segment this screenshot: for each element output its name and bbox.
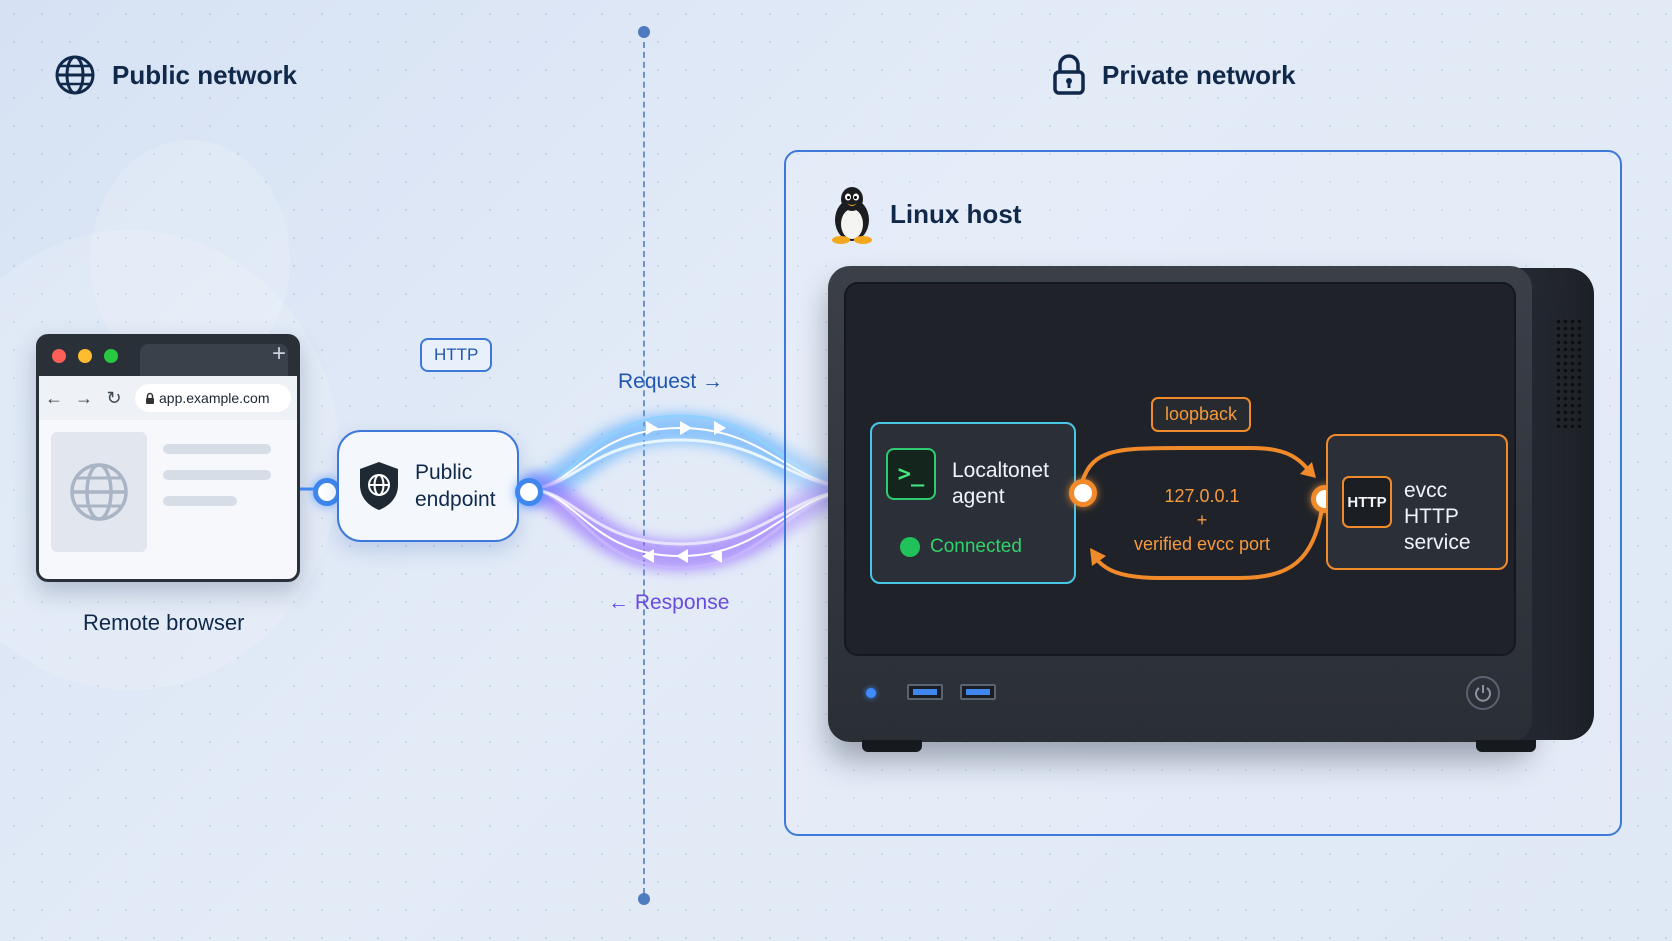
power-led [866,688,876,698]
forward-arrow-icon: → [75,387,93,408]
response-line [526,487,866,570]
response-line [526,487,866,546]
browser-toolbar: ← → ↻ app.example.com [39,376,297,420]
agent-loopback-dot [1069,479,1097,507]
url-text: app.example.com [159,390,270,406]
endpoint-port-dot [515,478,543,506]
browser-page [39,420,297,579]
loopback-port: verified evcc port [1133,534,1271,554]
request-arrow-icon [680,421,692,435]
private-network-title: Private network [1052,54,1296,96]
status-text: Connected [930,536,1022,557]
status-dot-icon [900,537,920,557]
loopback-return-arrow [1092,507,1324,580]
private-network-label: Private network [1102,59,1296,90]
loopback-badge: loopback [1151,397,1252,432]
service-label-line1: evcc HTTP [1404,479,1459,528]
padlock-icon [146,392,154,404]
text-line-placeholder [163,444,271,454]
evcc-service-card: HTTP evcc HTTP service [1326,434,1508,570]
service-label-line2: service [1404,531,1471,554]
new-tab-icon: + [271,340,286,367]
usb-port [907,684,943,700]
response-arrow-icon [676,549,688,563]
request-arrow-icon [714,421,726,435]
request-line [526,438,866,491]
device-vent [1555,318,1583,428]
request-arrow-icon [646,421,658,435]
device-foot [862,740,922,752]
linux-host-label: Linux host [890,198,1022,229]
terminal-icon: >_ [886,448,936,500]
loopback-arrowhead-icon [1300,462,1316,478]
agent-label-line2: agent [952,485,1005,508]
address-bar: app.example.com [135,384,291,412]
reload-icon: ↻ [106,387,122,408]
response-arrow-icon [642,549,654,563]
lock-icon [1053,54,1085,95]
text-line-placeholder [163,496,237,506]
globe-icon [70,463,128,521]
public-network-title: Public network [54,54,297,96]
usb-port [960,684,996,700]
maximize-dot-icon [104,349,118,363]
loopback-plus: + [1196,510,1208,530]
http-protocol-badge: HTTP [420,338,493,372]
public-network-label: Public network [112,59,297,90]
agent-label-line1: Localtonet [952,459,1049,482]
loopback-forward-arrow [1078,446,1314,490]
shield-globe-icon [360,462,398,510]
remote-browser-window: + ← → ↻ app.example.com [36,334,300,582]
divider-endpoint-dot [638,26,650,38]
browser-tab [140,344,288,376]
loopback-target: 127.0.0.1 + verified evcc port [1122,484,1282,556]
endpoint-label-line1: Public [415,461,473,484]
globe-icon [55,55,95,95]
response-arrow-icon [710,549,722,563]
public-endpoint-node: Public endpoint [337,430,519,542]
request-line [526,414,866,491]
loopback-arrowhead-icon [1090,548,1106,566]
localtonet-agent-card: >_ Localtonet agent Connected [870,422,1076,584]
request-label: Request → [618,370,724,393]
linux-host-title: Linux host [828,184,1021,244]
browser-titlebar: + [36,334,300,376]
power-button [1466,676,1500,710]
endpoint-label-line2: endpoint [415,488,496,511]
close-dot-icon [52,349,66,363]
minimize-dot-icon [78,349,92,363]
connection-status: Connected [900,536,1022,558]
power-icon [1475,685,1491,702]
zone-divider [643,32,645,904]
remote-browser-caption: Remote browser [83,610,245,635]
loopback-address: 127.0.0.1 [1164,486,1240,506]
back-arrow-icon: ← [45,387,63,408]
text-line-placeholder [163,470,271,480]
image-placeholder [51,432,147,552]
http-chip-icon: HTTP [1342,476,1392,528]
divider-endpoint-dot [638,893,650,905]
penguin-icon [832,187,872,244]
response-label: ← Response [608,591,730,614]
device-foot [1476,740,1536,752]
